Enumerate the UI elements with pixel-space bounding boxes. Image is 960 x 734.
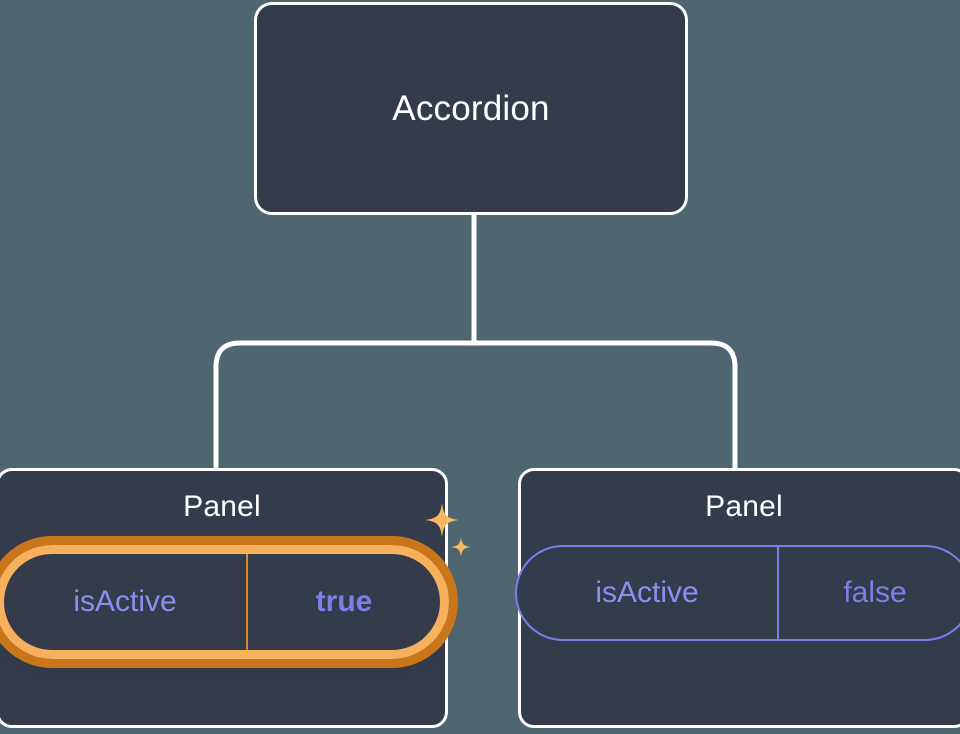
prop-badge-value: true: [315, 585, 373, 618]
prop-badge-wrap-right: isActive false: [515, 545, 960, 641]
prop-badge-key: isActive: [595, 576, 699, 609]
prop-badge-isactive-true[interactable]: isActive true: [0, 536, 458, 668]
prop-badge-divider: [246, 554, 248, 650]
node-title: Accordion: [392, 88, 550, 128]
node-title: Panel: [705, 490, 783, 523]
prop-badge-value: false: [843, 576, 907, 609]
node-accordion[interactable]: Accordion: [254, 2, 688, 215]
connector-branch-bus: [213, 340, 738, 470]
prop-badge-key: isActive: [73, 585, 177, 618]
node-panel-left[interactable]: Panel isActive true: [0, 468, 471, 728]
prop-badge-divider: [777, 547, 779, 639]
prop-badge-key-cell: isActive: [517, 547, 777, 639]
prop-badge-value-cell: false: [779, 547, 960, 639]
node-title: Panel: [183, 490, 261, 523]
prop-badge-isactive-false[interactable]: isActive false: [515, 545, 960, 641]
prop-badge-value-cell: true: [248, 554, 440, 650]
prop-badge-key-cell: isActive: [4, 554, 246, 650]
prop-badge-wrap-left: isActive true: [0, 503, 471, 668]
node-panel-right[interactable]: Panel isActive false: [515, 468, 960, 728]
